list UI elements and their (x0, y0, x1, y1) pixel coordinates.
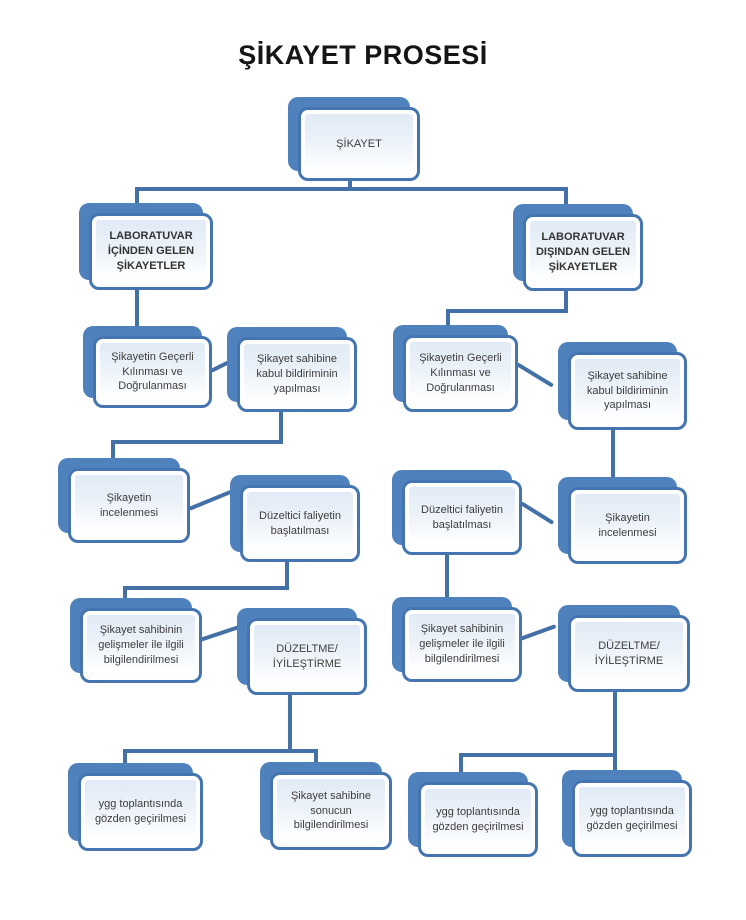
flow-node-duzeltme-left: DÜZELTME/İYİLEŞTİRME (237, 608, 367, 695)
node-box: Şikayet sahibinin gelişmeler ile ilgili … (402, 607, 522, 682)
connector-line (459, 753, 463, 783)
flow-node-gelismeler-left: Şikayet sahibinin gelişmeler ile ilgili … (70, 598, 202, 683)
node-box: ŞİKAYET (298, 107, 420, 181)
node-box: Şikayet sahibine sonucun bilgilendirilme… (270, 772, 392, 850)
node-box: Şikayetin Geçerli Kılınması ve Doğrulanm… (403, 335, 518, 412)
node-label: DÜZELTME/İYİLEŞTİRME (594, 639, 664, 667)
flow-node-kabul-right: Şikayet sahibine kabul bildiriminin yapı… (558, 342, 687, 430)
node-box: Şikayet sahibinin gelişmeler ile ilgili … (80, 608, 202, 683)
flow-node-ygg-left: ygg toplantısında gözden geçirilmesi (68, 763, 203, 851)
node-box: DÜZELTME/İYİLEŞTİRME (247, 618, 367, 695)
node-label: LABORATUVAR DIŞINDAN GELEN ŞİKAYETLER (535, 231, 631, 273)
node-label: ygg toplantısında gözden geçirilmesi (586, 804, 678, 832)
node-label: Şikayet sahibine kabul bildiriminin yapı… (586, 369, 669, 412)
flow-node-gecerli-right: Şikayetin Geçerli Kılınması ve Doğrulanm… (393, 325, 518, 412)
node-box: LABORATUVAR DIŞINDAN GELEN ŞİKAYETLER (523, 214, 643, 291)
node-label: Şikayet sahibinin gelişmeler ile ilgili … (419, 623, 505, 665)
connector-diagonal-line (519, 501, 555, 525)
node-box: Şikayet sahibine kabul bildiriminin yapı… (568, 352, 687, 430)
connector-line (459, 753, 617, 757)
flow-node-duzeltici-left: Düzeltici faliyetin başlatılması (230, 475, 360, 562)
connector-line (611, 428, 615, 484)
node-box: ygg toplantısında gözden geçirilmesi (418, 782, 538, 857)
flow-node-inceleme-left: Şikayetin incelenmesi (58, 458, 190, 543)
node-label: Şikayet sahibinin gelişmeler ile ilgili … (98, 624, 184, 666)
connector-line (613, 753, 617, 783)
node-box: Düzeltici faliyetin başlatılması (402, 480, 522, 555)
node-label: ŞİKAYET (336, 137, 382, 150)
node-label: Düzeltici faliyetin başlatılması (259, 509, 341, 537)
connector-line (135, 187, 568, 191)
node-label: Şikayetin incelenmesi (598, 511, 657, 539)
flow-node-ygg-right-2: ygg toplantısında gözden geçirilmesi (562, 770, 692, 857)
node-box: Şikayetin Geçerli Kılınması ve Doğrulanm… (93, 336, 212, 408)
flow-node-lab-icinden: LABORATUVAR İÇİNDEN GELEN ŞİKAYETLER (79, 203, 213, 290)
flow-node-duzeltici-right: Düzeltici faliyetin başlatılması (392, 470, 522, 555)
flow-node-lab-disindan: LABORATUVAR DIŞINDAN GELEN ŞİKAYETLER (513, 204, 643, 291)
connector-line (348, 178, 352, 191)
connector-diagonal-line (519, 624, 557, 641)
connector-line (285, 560, 289, 590)
connector-diagonal-line (188, 488, 235, 511)
flow-node-ygg-right-1: ygg toplantısında gözden geçirilmesi (408, 772, 538, 857)
node-label: Şikayetin Geçerli Kılınması ve Doğrulanm… (419, 352, 502, 394)
flow-node-duzeltme-right: DÜZELTME/İYİLEŞTİRME (558, 605, 690, 692)
node-box: ygg toplantısında gözden geçirilmesi (572, 780, 692, 857)
flow-node-sikayet: ŞİKAYET (288, 97, 420, 181)
connector-line (288, 693, 292, 753)
node-box: DÜZELTME/İYİLEŞTİRME (568, 615, 690, 692)
node-label: ygg toplantısında gözden geçirilmesi (432, 805, 524, 833)
node-label: Şikayet sahibine kabul bildiriminin yapı… (256, 353, 338, 395)
connector-diagonal-line (515, 362, 554, 388)
connector-line (445, 553, 449, 611)
page-title: ŞİKAYET PROSESİ (238, 40, 488, 70)
connector-line (446, 309, 450, 335)
node-box: LABORATUVAR İÇİNDEN GELEN ŞİKAYETLER (89, 213, 213, 290)
connector-diagonal-line (199, 624, 243, 642)
node-label: LABORATUVAR İÇİNDEN GELEN ŞİKAYETLER (107, 230, 195, 272)
connector-line (613, 692, 617, 757)
node-label: Şikayetin incelenmesi (99, 491, 159, 519)
node-label: ygg toplantısında gözden geçirilmesi (94, 798, 187, 825)
connector-line (111, 440, 115, 470)
flow-node-inceleme-right: Şikayetin incelenmesi (558, 477, 687, 564)
node-box: ygg toplantısında gözden geçirilmesi (78, 773, 203, 851)
node-label: Şikayetin Geçerli Kılınması ve Doğrulanm… (111, 350, 194, 393)
node-box: Şikayet sahibine kabul bildiriminin yapı… (237, 337, 357, 412)
node-box: Düzeltici faliyetin başlatılması (240, 485, 360, 562)
flow-node-sonucun-left: Şikayet sahibine sonucun bilgilendirilme… (260, 762, 392, 850)
flow-node-gelismeler-right: Şikayet sahibinin gelişmeler ile ilgili … (392, 597, 522, 682)
connector-line (279, 410, 283, 444)
node-box: Şikayetin incelenmesi (568, 487, 687, 564)
node-label: Düzeltici faliyetin başlatılması (421, 503, 503, 531)
connector-line (446, 309, 568, 313)
connector-line (123, 586, 289, 590)
connector-line (111, 440, 283, 444)
node-label: DÜZELTME/İYİLEŞTİRME (272, 642, 342, 670)
flow-node-kabul-left: Şikayet sahibine kabul bildiriminin yapı… (227, 327, 357, 412)
node-label: Şikayet sahibine sonucun bilgilendirilme… (290, 789, 372, 832)
node-box: Şikayetin incelenmesi (68, 468, 190, 543)
flow-node-gecerli-left: Şikayetin Geçerli Kılınması ve Doğrulanm… (83, 326, 212, 408)
connector-line (123, 749, 318, 753)
